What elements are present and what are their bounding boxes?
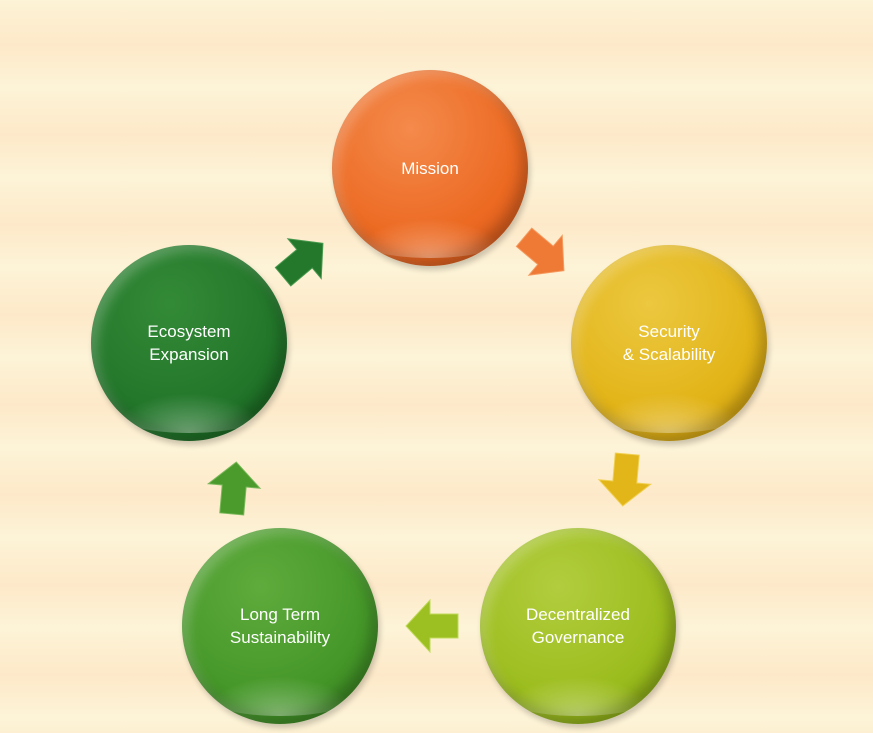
node-label: Security & Scalability bbox=[622, 322, 716, 364]
node-ecosystem-expansion: Ecosystem Expansion bbox=[91, 245, 287, 441]
arrow-up-right-icon bbox=[274, 238, 324, 287]
arrow-right-icon bbox=[515, 227, 565, 276]
node-mission: Mission bbox=[332, 70, 528, 266]
arrow-left-icon bbox=[405, 598, 459, 654]
node-label: Decentralized Governance bbox=[526, 605, 630, 647]
arrow-down-icon bbox=[597, 452, 653, 507]
node-label: Ecosystem Expansion bbox=[147, 322, 231, 364]
node-decentralized-governance: Decentralized Governance bbox=[480, 528, 676, 724]
node-label: Mission bbox=[401, 158, 459, 178]
node-label: Long Term Sustainability bbox=[229, 605, 331, 647]
node-long-term-sustainability: Long Term Sustainability bbox=[182, 528, 378, 724]
node-security-scalability: Security & Scalability bbox=[571, 245, 767, 441]
arrow-up-icon bbox=[206, 461, 262, 516]
